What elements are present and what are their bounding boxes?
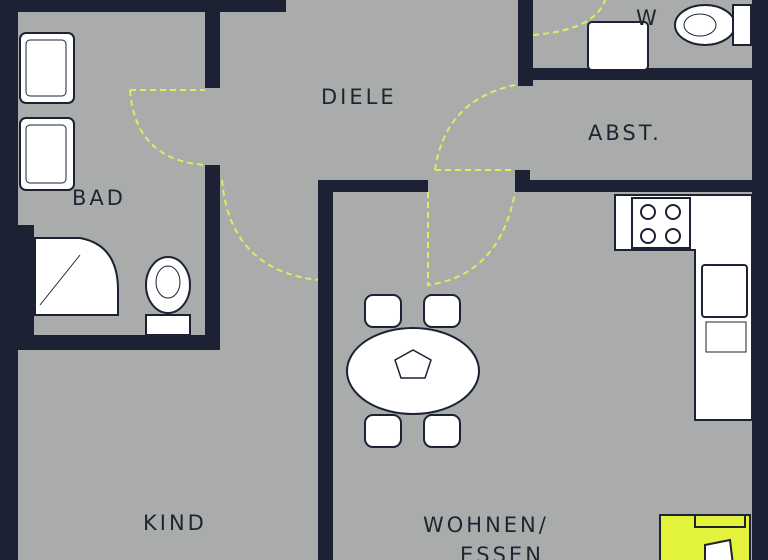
sink-icon — [19, 117, 75, 191]
bathroom-fixtures — [19, 4, 752, 336]
room-label-wohnen: WOHNEN/ — [423, 513, 549, 537]
table-icon — [346, 327, 480, 415]
door-swings — [129, 0, 606, 287]
sink-icon — [19, 32, 75, 104]
kitchen-sink-icon — [701, 264, 748, 318]
room-label-abstellraum: ABST. — [588, 121, 662, 145]
room-label-diele: DIELE — [321, 85, 397, 109]
room-label-essen: ESSEN — [460, 543, 544, 560]
shower-icon — [34, 237, 119, 316]
room-label-bad: BAD — [72, 186, 126, 210]
dining-table — [346, 294, 480, 448]
wc-sink-icon — [587, 21, 649, 71]
stove-icon — [631, 197, 691, 249]
room-label-kind: KIND — [143, 511, 207, 535]
chair-icon — [423, 294, 461, 328]
chair-icon — [423, 414, 461, 448]
room-label-wc: W — [636, 6, 660, 30]
kitchen — [614, 194, 753, 421]
sofa — [659, 514, 751, 560]
chair-icon — [364, 414, 402, 448]
chair-icon — [364, 294, 402, 328]
toilet-icon — [145, 256, 191, 314]
